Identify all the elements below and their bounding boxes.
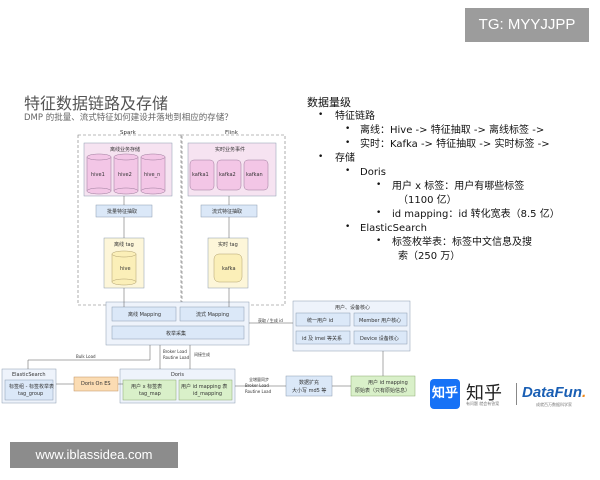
broker-load2-label: Broker Load bbox=[245, 383, 269, 388]
list-bullet: • bbox=[318, 152, 324, 162]
spark-label: Spark bbox=[120, 130, 136, 136]
es-label: ElasticSearch bbox=[12, 372, 46, 378]
kafka2-label: kafka2 bbox=[219, 172, 236, 178]
list-bullet: • bbox=[318, 110, 324, 120]
datafun-logo: DataFun. bbox=[522, 384, 587, 401]
watermark-badge-site: www.iblassidea.com bbox=[10, 442, 178, 468]
tag-collect-label: 枚举采集 bbox=[166, 331, 187, 337]
es-table-box bbox=[4, 379, 54, 401]
member-core-label: Member 用户核心 bbox=[359, 318, 402, 324]
list-item: 索（250 万） bbox=[398, 251, 461, 262]
hive1-label: hive1 bbox=[91, 172, 105, 178]
list-item: 存储 bbox=[335, 153, 355, 164]
stream-mapping-box bbox=[179, 306, 245, 322]
user-id-mapping-table-box bbox=[178, 379, 233, 401]
doris-on-es-label: Doris On ES bbox=[81, 381, 111, 387]
id-imei-label: id 及 imei 等关系 bbox=[302, 336, 343, 342]
hiven-label: hive_n bbox=[144, 172, 161, 178]
kafkan-queue bbox=[243, 159, 269, 191]
member-core-box bbox=[353, 312, 408, 327]
datafun-slogan: 成就百万数据科学家 bbox=[536, 402, 572, 407]
zhihu-logo-text: 知乎 bbox=[466, 383, 502, 404]
zhihu-logo-icon: 知乎 bbox=[430, 379, 460, 409]
id-imei-box bbox=[295, 330, 351, 345]
list-bullet: • bbox=[376, 180, 382, 190]
data-volume-heading: 数据量级 bbox=[307, 96, 351, 109]
tag-group-label: tag_group bbox=[18, 391, 44, 397]
hive-db bbox=[111, 250, 137, 286]
tag-collect-box bbox=[111, 325, 245, 340]
list-item: ElasticSearch bbox=[360, 223, 427, 234]
slide-title: 特征数据链路及存储 bbox=[24, 94, 169, 113]
raw-table-label: 原始表（只有原始信息） bbox=[355, 388, 411, 394]
logo-separator bbox=[516, 383, 517, 405]
kafka1-label: kafka1 bbox=[192, 172, 209, 178]
hive1-db bbox=[86, 153, 112, 195]
size-md5-label: 大小写 md5 等 bbox=[292, 388, 327, 394]
list-item: id mapping：id 转化宽表（8.5 亿） bbox=[392, 209, 560, 220]
stream-extract-label: 流式特征抽取 bbox=[212, 209, 243, 215]
list-bullet: • bbox=[345, 138, 351, 148]
offline-mapping-label: 离线 Mapping bbox=[128, 312, 162, 318]
realtime-tag-label: 实时 tag bbox=[218, 242, 238, 248]
device-core-box bbox=[353, 330, 408, 345]
user-id-mapping-table-label: 用户 id mapping 表 bbox=[181, 384, 228, 390]
list-item: 用户 x 标签：用户有哪些标签 bbox=[392, 181, 525, 192]
routine-load2-label: Routine Load bbox=[245, 389, 272, 394]
list-item: 标签枚举表：标签中文信息及搜 bbox=[392, 237, 532, 248]
batch-gen-label: 间接生成 bbox=[194, 352, 210, 357]
unified-uid-box bbox=[295, 312, 351, 327]
doris-label: Doris bbox=[171, 372, 184, 378]
user-device-core-label: 用户、设备核心 bbox=[335, 305, 371, 311]
spark-store-label: 离线业务存储 bbox=[110, 147, 141, 153]
list-item: 实时：Kafka -> 特征抽取 -> 实时标签 -> bbox=[360, 139, 550, 150]
list-bullet: • bbox=[345, 166, 351, 176]
flink-store-label: 实时业务事件 bbox=[215, 147, 246, 153]
bulk-load-label: Bulk Load bbox=[76, 354, 96, 359]
hiven-db bbox=[140, 153, 166, 195]
user-tag-table-box bbox=[122, 379, 177, 401]
kafka-queue bbox=[213, 253, 243, 283]
offline-mapping-box bbox=[111, 306, 177, 322]
slide-subtitle: DMP 的批量、流式特征如何建设并落地到相应的存储？ bbox=[24, 113, 233, 123]
kafka1-queue bbox=[189, 159, 215, 191]
stream-mapping-label: 流式 Mapping bbox=[196, 312, 230, 318]
list-item: 离线：Hive -> 特征抽取 -> 离线标签 -> bbox=[360, 125, 545, 136]
es-table-label: 标签组 - 标签枚举表 bbox=[9, 384, 54, 390]
flink-label: Flink bbox=[225, 130, 238, 136]
kafkan-label: kafkan bbox=[246, 172, 263, 178]
broker-load-label: Broker Load bbox=[163, 349, 187, 354]
hive2-label: hive2 bbox=[118, 172, 132, 178]
id-mapping-label: id_mapping bbox=[193, 391, 223, 397]
zhihu-slogan: 有问题 就会有答案 bbox=[466, 401, 500, 406]
list-bullet: • bbox=[376, 208, 382, 218]
list-item: Doris bbox=[360, 167, 386, 178]
hive-label: hive bbox=[120, 266, 131, 272]
full-sync-label: 全增量同步 bbox=[249, 377, 269, 382]
user-tag-table-label: 用户 x 标签表 bbox=[131, 384, 163, 390]
list-item: （1100 亿） bbox=[398, 195, 457, 206]
tag-map-label: tag_map bbox=[139, 391, 161, 397]
kafka2-queue bbox=[216, 159, 242, 191]
list-item: 特征链路 bbox=[335, 111, 375, 122]
list-bullet: • bbox=[345, 222, 351, 232]
unified-uid-label: 统一用户 id bbox=[307, 318, 334, 324]
hive2-db bbox=[113, 153, 139, 195]
offline-tag-label: 离线 tag bbox=[114, 242, 134, 248]
routine-load-label: Routine Load bbox=[163, 355, 190, 360]
fetch-gen-label: 获取 / 生成 id bbox=[258, 318, 283, 323]
watermark-badge-tg: TG: MYYJJPP bbox=[465, 8, 589, 42]
list-bullet: • bbox=[376, 236, 382, 246]
data-expand-label: 数据扩充 bbox=[299, 380, 320, 386]
user-id-mapping-label: 用户 id mapping bbox=[368, 380, 408, 386]
list-bullet: • bbox=[345, 124, 351, 134]
kafka-label: kafka bbox=[222, 266, 236, 272]
batch-extract-label: 批量特征抽取 bbox=[107, 209, 138, 215]
device-core-label: Device 设备核心 bbox=[360, 336, 399, 342]
